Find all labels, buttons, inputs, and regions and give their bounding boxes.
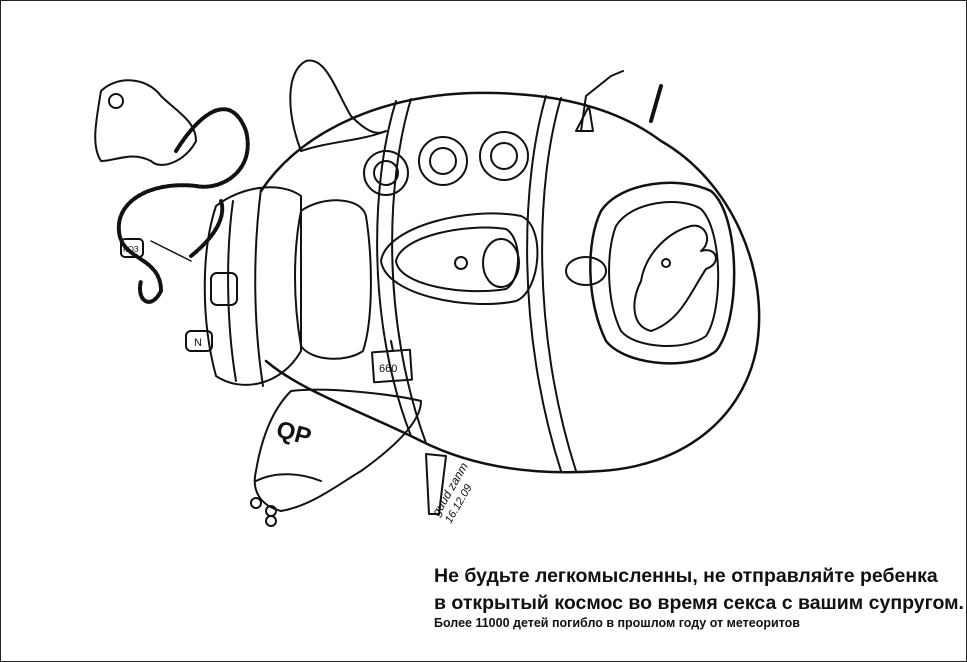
caption-headline-line1: Не будьте легкомысленны, не отправляйте … [434,565,938,587]
top-fin [289,59,387,152]
central-window [380,212,539,305]
portholes [363,131,529,196]
plate-number: 660 [379,363,397,375]
thruster [185,330,213,352]
caption-subtitle: Более 11000 детей погибло в прошлом году… [434,616,800,630]
cockpit-window [589,181,736,365]
caption-headline-line2: в открытый космос во время секса с вашим… [434,592,964,614]
svg-text:КОЗ: КОЗ [123,245,139,254]
number-plate [370,348,414,384]
child-figure [633,224,717,332]
side-panel [294,199,372,360]
wheels [250,497,277,527]
hose [116,107,250,304]
hose-tag [120,238,144,258]
antenna [580,70,624,132]
wing-logo: QP [273,416,313,451]
bottom-fin [253,388,422,512]
landing-leg [425,453,447,515]
doll [94,79,197,166]
svg-text:N: N [194,337,202,349]
hull [259,91,761,474]
engine-block [203,186,302,386]
